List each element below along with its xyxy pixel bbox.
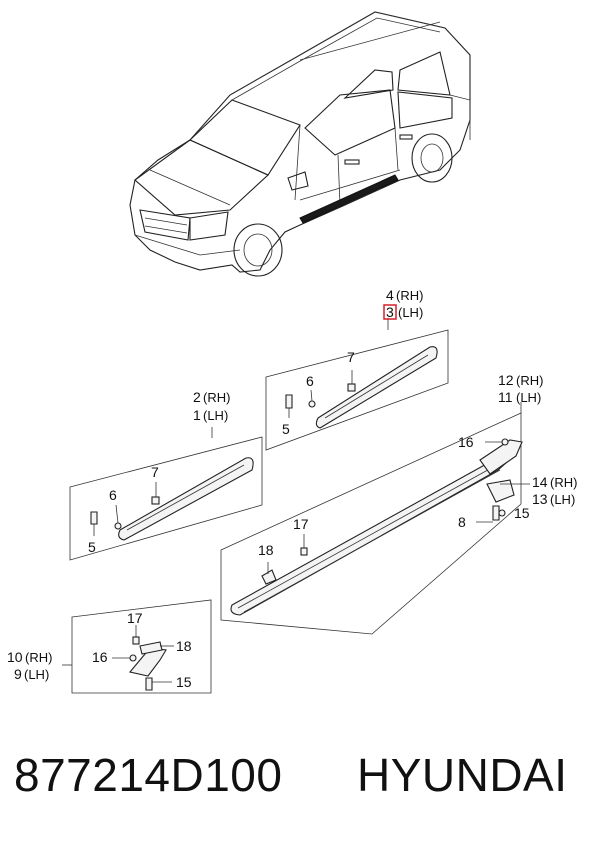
callout-12-side: (RH) [516, 373, 543, 388]
callout-10: 10 [7, 649, 23, 665]
parts-diagram: 4 (RH) 3 (LH) 7 6 5 2 (RH) 1 (LH) 7 6 5 [7, 11, 577, 694]
clip-icon [114, 522, 122, 530]
brand-name: HYUNDAI [357, 749, 568, 801]
callout-9-side: (LH) [24, 667, 49, 682]
callout-6a: 6 [306, 373, 314, 389]
side-sill-molding-part [230, 446, 518, 616]
clip-icon [501, 438, 509, 446]
callout-7a: 7 [347, 349, 355, 365]
clip-icon [347, 383, 356, 392]
clip-icon [300, 547, 308, 556]
callout-16a: 16 [458, 434, 474, 450]
part-number: 877214D100 [14, 749, 283, 801]
end-cap-part [479, 439, 523, 475]
panel-side-sill [220, 402, 530, 635]
vehicle-illustration [129, 11, 471, 277]
callout-8: 8 [458, 514, 466, 530]
clip-icon [129, 654, 137, 662]
screw-icon [492, 505, 500, 521]
callout-3: 3 [386, 304, 394, 320]
clip-icon [308, 400, 316, 408]
screw-icon [90, 511, 98, 525]
highlight-box [383, 304, 397, 320]
callout-15b: 15 [176, 674, 192, 690]
callout-2: 2 [193, 389, 201, 405]
callout-18a: 18 [258, 542, 274, 558]
callout-5a: 5 [282, 421, 290, 437]
panel-bracket [62, 599, 212, 694]
callout-18b: 18 [176, 638, 192, 654]
callout-6b: 6 [109, 487, 117, 503]
callout-7b: 7 [151, 464, 159, 480]
door-molding-part-3 [315, 346, 438, 429]
callout-17b: 17 [127, 610, 143, 626]
panel-upper-molding [265, 318, 449, 451]
callout-14: 14 [532, 474, 548, 490]
callout-3-side: (LH) [398, 305, 423, 320]
callout-11: 11 [498, 389, 513, 405]
clip-icon [498, 509, 506, 517]
callout-17a: 17 [293, 516, 309, 532]
callout-13: 13 [532, 491, 548, 507]
screw-icon [285, 394, 293, 409]
door-molding-part-1 [118, 457, 254, 541]
callout-4-side: (RH) [396, 288, 423, 303]
callout-13-side: (LH) [550, 492, 575, 507]
callout-9: 9 [14, 666, 22, 682]
callout-2-side: (RH) [203, 390, 230, 405]
panel-lower-molding [69, 427, 263, 561]
callout-15a: 15 [514, 505, 530, 521]
callout-14-side: (RH) [550, 475, 577, 490]
callout-1-side: (LH) [203, 408, 228, 423]
clip-icon [151, 496, 160, 505]
callout-11-side: (LH) [516, 390, 541, 405]
bracket-part [261, 569, 277, 585]
callout-16b: 16 [92, 649, 108, 665]
callout-4: 4 [386, 287, 394, 303]
callout-1: 1 [193, 407, 201, 423]
screw-icon [145, 677, 153, 691]
callout-5b: 5 [88, 539, 96, 555]
callout-12: 12 [498, 372, 514, 388]
clip-icon [132, 636, 140, 645]
callout-10-side: (RH) [25, 650, 52, 665]
bracket-part [486, 479, 515, 503]
bracket-part [139, 641, 163, 655]
caption: 877214D100 HYUNDAI [0, 742, 600, 822]
